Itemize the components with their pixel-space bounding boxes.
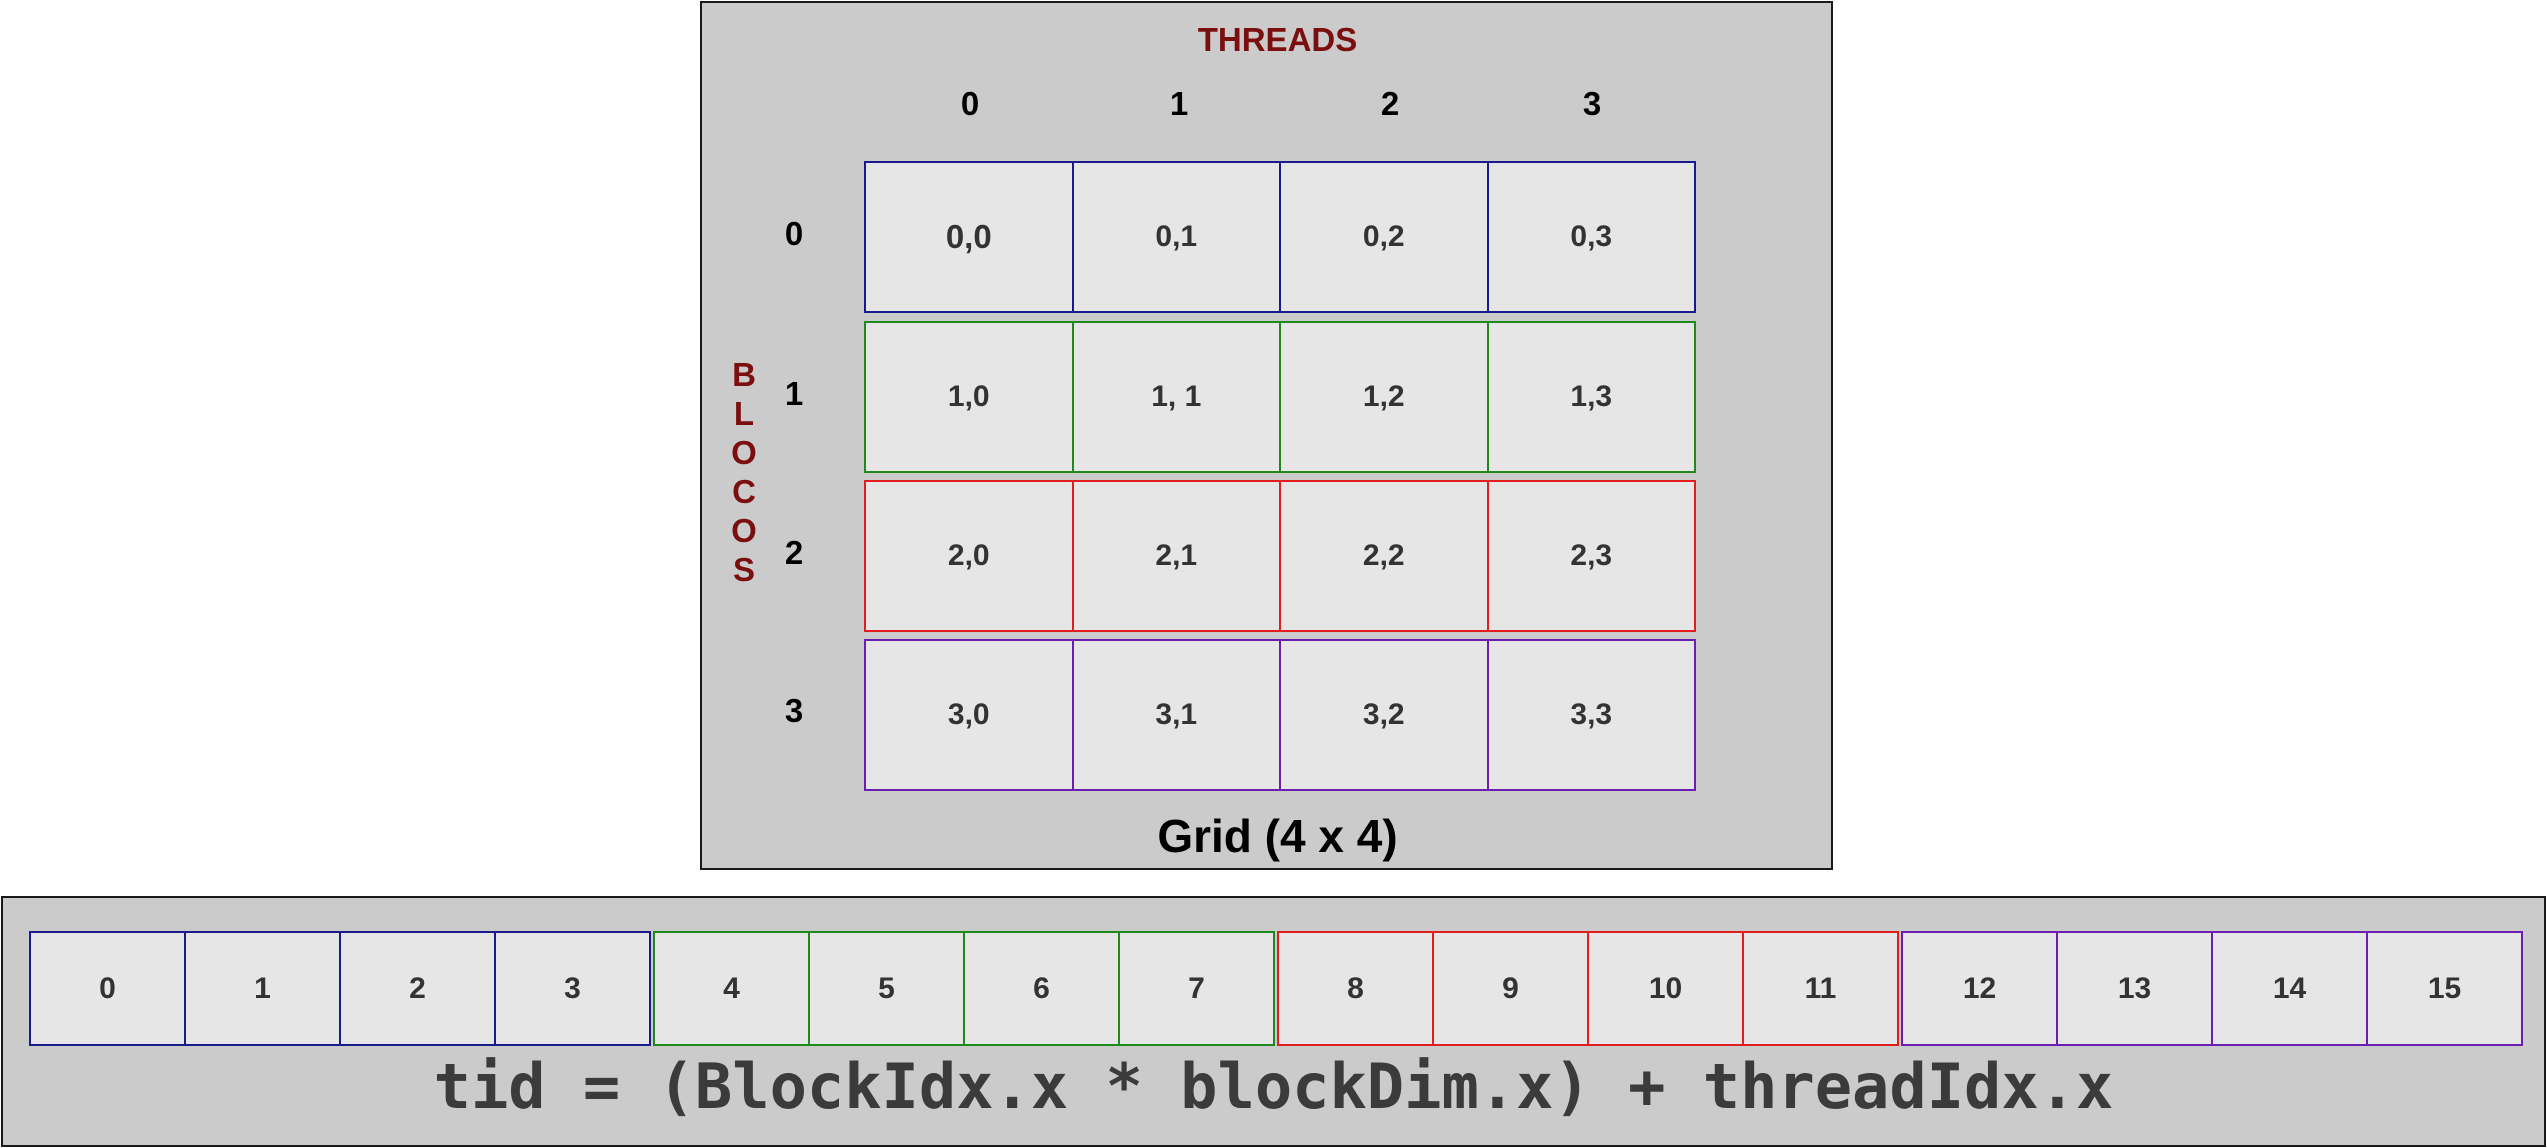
thread-index-cell: 1 (184, 931, 341, 1046)
row-header: 0 (784, 215, 804, 252)
thread-index-cell: 2 (339, 931, 496, 1046)
thread-index-cell: 3 (494, 931, 651, 1046)
thread-index-cell: 12 (1901, 931, 2058, 1046)
grid-cell: 2,1 (1071, 480, 1281, 632)
row-header: 3 (784, 692, 804, 729)
thread-index-cell: 8 (1277, 931, 1434, 1046)
threads-title: THREADS (1197, 21, 1358, 58)
grid-cell: 0,2 (1279, 161, 1489, 313)
grid-cell: 2,3 (1486, 480, 1696, 632)
grid-cell: 3,0 (864, 639, 1074, 791)
grid-cell: 3,3 (1486, 639, 1696, 791)
grid-cell: 2,0 (864, 480, 1074, 632)
blocks-label-letter: S (732, 551, 755, 588)
thread-index-cell: 10 (1587, 931, 1744, 1046)
grid-cell: 1, 1 (1071, 321, 1281, 473)
grid-cell: 1,3 (1486, 321, 1696, 473)
blocks-label-letter: B (732, 356, 756, 393)
grid-row-block-3: 3,0 3,1 3,2 3,3 (864, 639, 1696, 791)
thread-index-cell: 0 (29, 931, 186, 1046)
column-header: 3 (1582, 85, 1602, 122)
grid-row-block-0: 0,0 0,1 0,2 0,3 (864, 161, 1696, 313)
grid-row-block-1: 1,0 1, 1 1,2 1,3 (864, 321, 1696, 473)
thread-index-cell: 9 (1432, 931, 1589, 1046)
blocks-label-letter: L (733, 395, 755, 432)
column-header: 2 (1380, 85, 1400, 122)
thread-index-cell: 4 (653, 931, 810, 1046)
grid-cell: 2,2 (1279, 480, 1489, 632)
blocks-label-letter: O (731, 434, 757, 471)
row-header: 1 (784, 375, 804, 412)
row-header: 2 (784, 534, 804, 571)
grid-cell: 3,2 (1279, 639, 1489, 791)
thread-index-cell: 15 (2366, 931, 2523, 1046)
thread-index-cell: 11 (1742, 931, 1899, 1046)
grid-cell: 0,1 (1071, 161, 1281, 313)
thread-index-cell: 14 (2211, 931, 2368, 1046)
column-header: 0 (960, 85, 980, 122)
thread-index-cell: 6 (963, 931, 1120, 1046)
grid-cell: 1,0 (864, 321, 1074, 473)
grid-cell: 0,3 (1486, 161, 1696, 313)
blocks-label-letter: O (731, 512, 757, 549)
blocks-label-letter: C (732, 473, 756, 510)
thread-index-cell: 5 (808, 931, 965, 1046)
grid-row-block-2: 2,0 2,1 2,2 2,3 (864, 480, 1696, 632)
grid-cell: 1,2 (1279, 321, 1489, 473)
grid-caption: Grid (4 x 4) (1157, 810, 1398, 862)
column-header: 1 (1169, 85, 1189, 122)
grid-cell: 0,0 (864, 161, 1074, 313)
tid-formula: tid = (BlockIdx.x * blockDim.x) + thread… (433, 1050, 2114, 1123)
grid-cell: 3,1 (1071, 639, 1281, 791)
thread-index-cell: 7 (1118, 931, 1275, 1046)
thread-index-cell: 13 (2056, 931, 2213, 1046)
